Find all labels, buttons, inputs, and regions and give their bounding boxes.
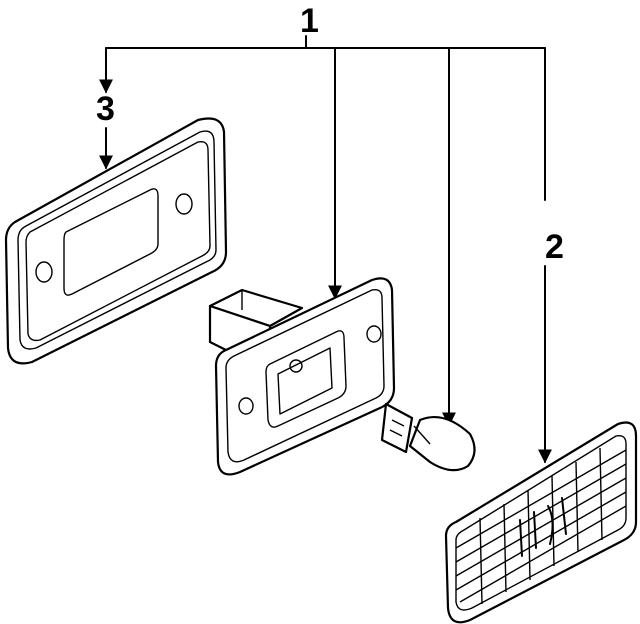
bulb-part — [380, 402, 476, 472]
housing-part — [208, 277, 396, 476]
assembly-leader-lines — [99, 35, 546, 427]
lens-part — [444, 421, 638, 624]
callout-label-lens: 2 — [545, 228, 564, 266]
gasket-part — [4, 117, 228, 365]
callout-label-assembly: 1 — [300, 2, 319, 40]
callout-label-gasket: 3 — [96, 90, 115, 128]
